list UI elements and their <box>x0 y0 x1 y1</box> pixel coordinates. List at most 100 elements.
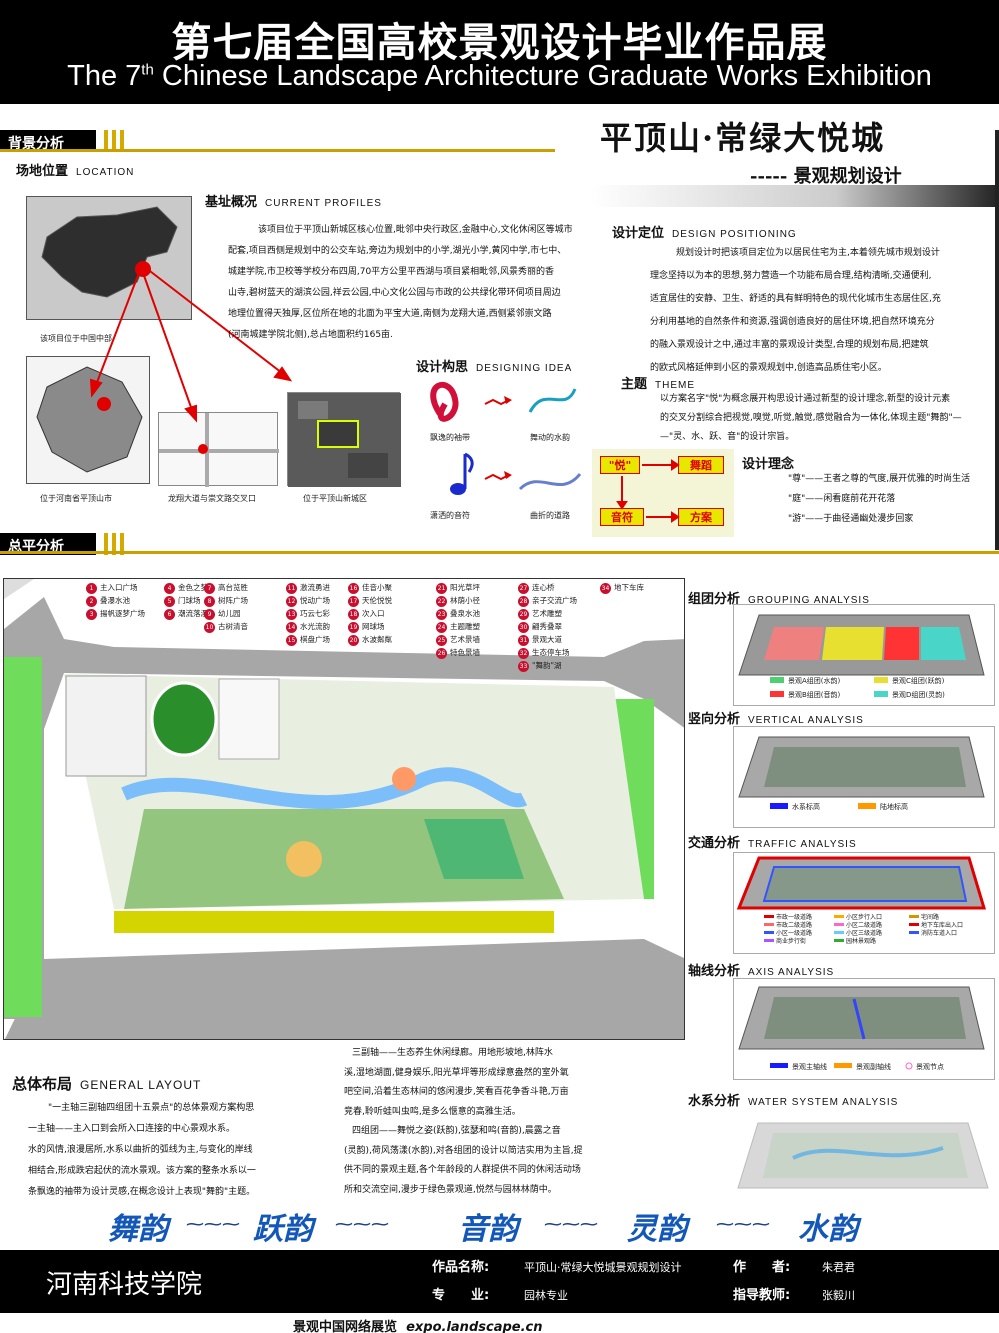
legend-label: 地下车库 <box>614 583 644 592</box>
word-yinyun: 音韵 <box>458 1212 518 1247</box>
legend-label: "舞韵"湖 <box>532 661 562 670</box>
site-credit: 景观中国网络展览 expo.landscape.cn <box>293 1320 543 1333</box>
traffic-diagram: 市政一级道路 市政二级道路 小区一级道路 商业步行街 小区步行入口 小区二级道路… <box>733 852 995 954</box>
svg-text:宅间路: 宅间路 <box>921 913 939 921</box>
legend-label: 揚帆逐梦广场 <box>100 609 145 618</box>
china-map <box>26 196 192 320</box>
author-name: 朱君君 <box>822 1261 855 1274</box>
henan-map <box>26 356 150 484</box>
author-label: 作 者: <box>733 1260 791 1275</box>
legend-label: 树阵广场 <box>218 596 248 605</box>
aerial-photo <box>287 392 401 487</box>
legend-number: 4 <box>164 582 175 594</box>
legend-label: 林荫小径 <box>450 596 480 605</box>
legend-label: 潮流落瀑 <box>178 609 208 618</box>
word-shuiyun: 水韵 <box>798 1212 858 1247</box>
legend-label: 激流勇进 <box>300 583 330 592</box>
legend-label: 次入口 <box>362 609 385 618</box>
gold-stripe <box>104 130 108 152</box>
caption-aerial: 位于平顶山新城区 <box>303 494 367 503</box>
legend-number: 20 <box>348 634 359 646</box>
legend-number: 7 <box>204 582 215 594</box>
legend-label: 门球场 <box>178 596 201 605</box>
legend-number: 30 <box>518 621 529 633</box>
legend-label: 金色之梦 <box>178 583 208 592</box>
legend-number: 2 <box>86 595 97 607</box>
svg-text:地下车库出入口: 地下车库出入口 <box>921 921 963 929</box>
legend-number: 32 <box>518 647 529 659</box>
legend-number: 15 <box>286 634 297 646</box>
svg-text:园林景观路: 园林景观路 <box>846 937 876 945</box>
grouping-diagram: 景观A组团(水韵) 景观C组团(跃韵) 景观B组团(音韵) 景观D组团(灵韵) <box>733 604 995 706</box>
project-name: 平顶山·常绿大悦城 <box>600 119 886 157</box>
locator-arrows <box>89 267 293 423</box>
legend-number: 5 <box>164 595 175 607</box>
wave-ornament: ⁓⁓⁓ <box>186 1214 240 1235</box>
svg-text:市政一级道路: 市政一级道路 <box>776 913 812 921</box>
legend-label: 古树清音 <box>218 622 248 631</box>
legend-label: 叠瀑水池 <box>100 596 130 605</box>
caption-note: 潇洒的音符 <box>430 511 470 520</box>
gold-stripe <box>112 130 116 152</box>
legend-label: 巧云七彩 <box>300 609 330 618</box>
svg-text:消防车道入口: 消防车道入口 <box>921 929 957 937</box>
flow-box-dance: 舞蹈 <box>678 456 724 474</box>
axis-diagram: 景观主轴线 景观副轴线 景观节点 <box>733 978 995 1080</box>
gold-stripe <box>120 533 124 555</box>
legend-number: 8 <box>204 595 215 607</box>
header-banner: 第七届全国高校景观设计毕业作品展 The 7th Chinese Landsca… <box>0 0 999 104</box>
legend-label: 亲子交流广场 <box>532 596 577 605</box>
legend-number: 34 <box>600 582 611 594</box>
legend-label: 主入口广场 <box>100 583 138 592</box>
gold-stripe <box>104 533 108 555</box>
legend-number: 1 <box>86 582 97 594</box>
legend-label: 连心桥 <box>532 583 555 592</box>
legend-label: 网球场 <box>362 622 385 631</box>
legend-number: 6 <box>164 608 175 620</box>
svg-text:小区三级道路: 小区三级道路 <box>846 929 882 937</box>
legend-item: 33"舞韵"湖 <box>518 660 561 672</box>
legend-number: 13 <box>286 608 297 620</box>
svg-text:景观A组团(水韵): 景观A组团(水韵) <box>788 676 841 685</box>
gradient-bar <box>590 185 999 207</box>
title-en: The 7th Chinese Landscape Architecture G… <box>67 60 932 92</box>
legend-label: 水波粼粼 <box>362 635 392 644</box>
wave-ornament: ⁓⁓⁓ <box>544 1214 598 1235</box>
svg-text:陆地标高: 陆地标高 <box>880 802 908 811</box>
legend-label: 主题雕塑 <box>450 622 480 631</box>
legend-number: 9 <box>204 608 215 620</box>
legend-label: 阳光草坪 <box>450 583 480 592</box>
svg-text:景观副轴线: 景观副轴线 <box>856 1062 891 1071</box>
major-name: 园林专业 <box>524 1289 568 1302</box>
layout-left: "一主轴三副轴四组团十五景点"的总体景观方案构思 一主轴——主入口到会所入口连接… <box>28 1103 256 1197</box>
word-wuyun: 舞韵 <box>108 1212 168 1247</box>
legend-label: 景观大道 <box>532 635 562 644</box>
legend-number: 21 <box>436 582 447 594</box>
legend-label: 叠泉水池 <box>450 609 480 618</box>
legend-number: 22 <box>436 595 447 607</box>
legend-number: 23 <box>436 608 447 620</box>
svg-text:景观B组团(音韵): 景观B组团(音韵) <box>788 690 841 699</box>
svg-text:市政二级道路: 市政二级道路 <box>776 921 812 929</box>
